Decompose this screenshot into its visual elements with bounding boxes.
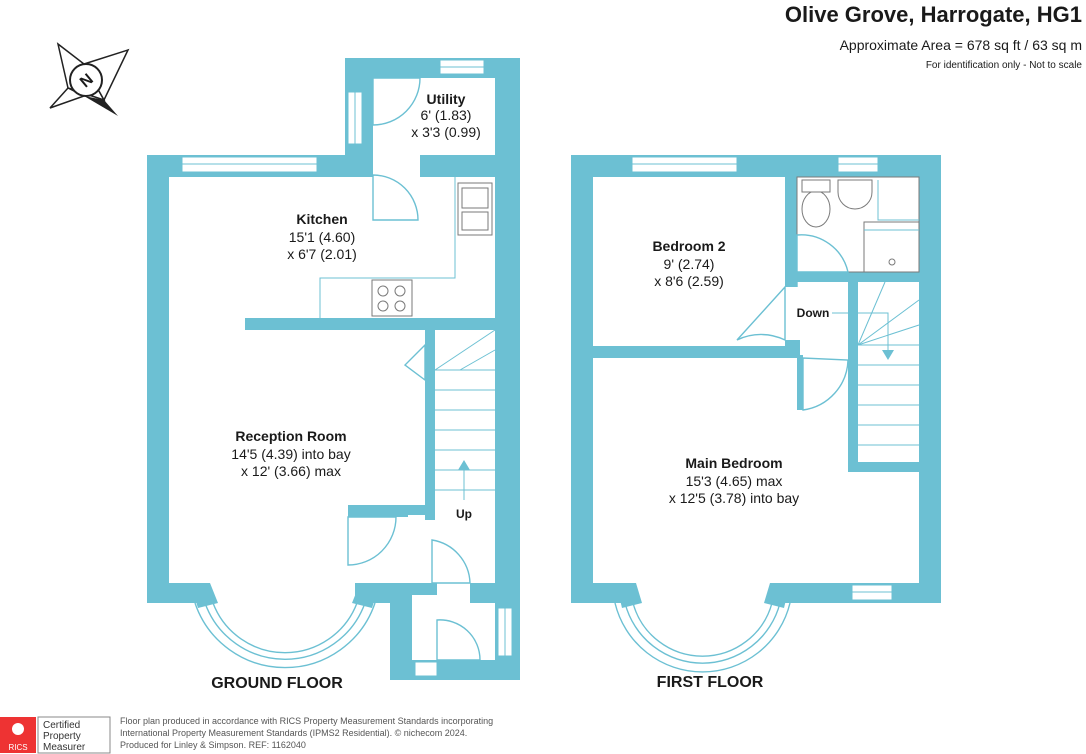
wall (400, 505, 435, 515)
badge-line2: Property (43, 731, 81, 742)
main-bedroom-dim2: x 12'5 (3.78) into bay (669, 490, 799, 506)
wall (785, 177, 797, 287)
door (403, 343, 426, 382)
compass-icon: N (49, 42, 130, 116)
wall (571, 583, 626, 603)
door (796, 234, 849, 287)
stairs-down-arrow-icon (882, 350, 894, 360)
wall (797, 272, 919, 282)
utility-name: Utility (427, 91, 466, 107)
first-floor-stairs (832, 281, 920, 446)
basin-icon (837, 179, 873, 210)
door (736, 285, 786, 342)
footer-line2: International Property Measurement Stand… (120, 728, 467, 738)
wall (390, 660, 520, 680)
footer-line3: Produced for Linley & Simpson. REF: 1162… (120, 740, 306, 750)
wall (425, 330, 435, 520)
badge-line3: Measurer (43, 742, 86, 753)
scale-note: For identification only - Not to scale (926, 60, 1083, 71)
stairs-up-arrow-icon (458, 460, 470, 470)
bay-window (194, 602, 376, 669)
rics-logo-label: RICS (8, 743, 27, 752)
wall (390, 583, 412, 680)
wall (571, 155, 593, 603)
ground-floor-stairs (434, 329, 496, 500)
utility-dim1: 6' (1.83) (421, 107, 472, 123)
main-bedroom-name: Main Bedroom (685, 455, 782, 471)
main-bedroom-dim1: 15'3 (4.65) max (686, 473, 783, 489)
reception-dim2: x 12' (3.66) max (241, 463, 341, 479)
door (802, 357, 849, 411)
rics-badge: RICS Certified Property Measurer (0, 716, 111, 754)
reception-dim1: 14'5 (4.39) into bay (231, 446, 350, 462)
door (372, 77, 421, 126)
utility-dim2: x 3'3 (0.99) (411, 124, 481, 140)
wall (245, 318, 500, 330)
ground-floor-label: GROUND FLOOR (211, 675, 343, 692)
wall (345, 58, 520, 78)
wall (147, 155, 169, 603)
window (414, 661, 438, 677)
wall (785, 340, 800, 358)
bay-window (614, 602, 791, 673)
badge-line1: Certified (43, 720, 80, 731)
wall (420, 155, 500, 177)
toilet-icon (801, 190, 831, 228)
footer-line1: Floor plan produced in accordance with R… (120, 716, 493, 726)
wall (348, 505, 408, 517)
wall (919, 155, 941, 603)
approximate-area: Approximate Area = 678 sq ft / 63 sq m (840, 37, 1082, 53)
bedroom2-dim1: 9' (2.74) (664, 256, 715, 272)
door (372, 174, 419, 221)
bedroom2-dim2: x 8'6 (2.59) (654, 273, 724, 289)
ground-floor-plan: Utility 6' (1.83) x 3'3 (0.99) Kitchen 1… (147, 58, 520, 692)
plan-title: Olive Grove, Harrogate, HG1 (785, 2, 1082, 27)
door (436, 619, 481, 661)
wall (797, 355, 803, 410)
first-floor-label: FIRST FLOOR (657, 674, 764, 691)
first-floor-plan: Bedroom 2 9' (2.74) x 8'6 (2.59) Main Be… (571, 155, 941, 691)
wall (412, 583, 437, 595)
kitchen-name: Kitchen (296, 211, 347, 227)
wall (593, 346, 800, 358)
kitchen-dim1: 15'1 (4.60) (289, 229, 356, 245)
door (347, 516, 397, 566)
stairs-up-label: Up (456, 507, 472, 521)
kitchen-worktop (319, 177, 456, 318)
wall (571, 155, 941, 177)
kitchen-dim2: x 6'7 (2.01) (287, 246, 357, 262)
bedroom2-name: Bedroom 2 (652, 238, 725, 254)
wall (848, 282, 858, 472)
door (431, 539, 471, 584)
wall (848, 462, 919, 472)
reception-name: Reception Room (235, 428, 346, 444)
wall (470, 583, 510, 603)
hob-icon (371, 279, 413, 317)
stairs-down-label: Down (797, 306, 830, 320)
